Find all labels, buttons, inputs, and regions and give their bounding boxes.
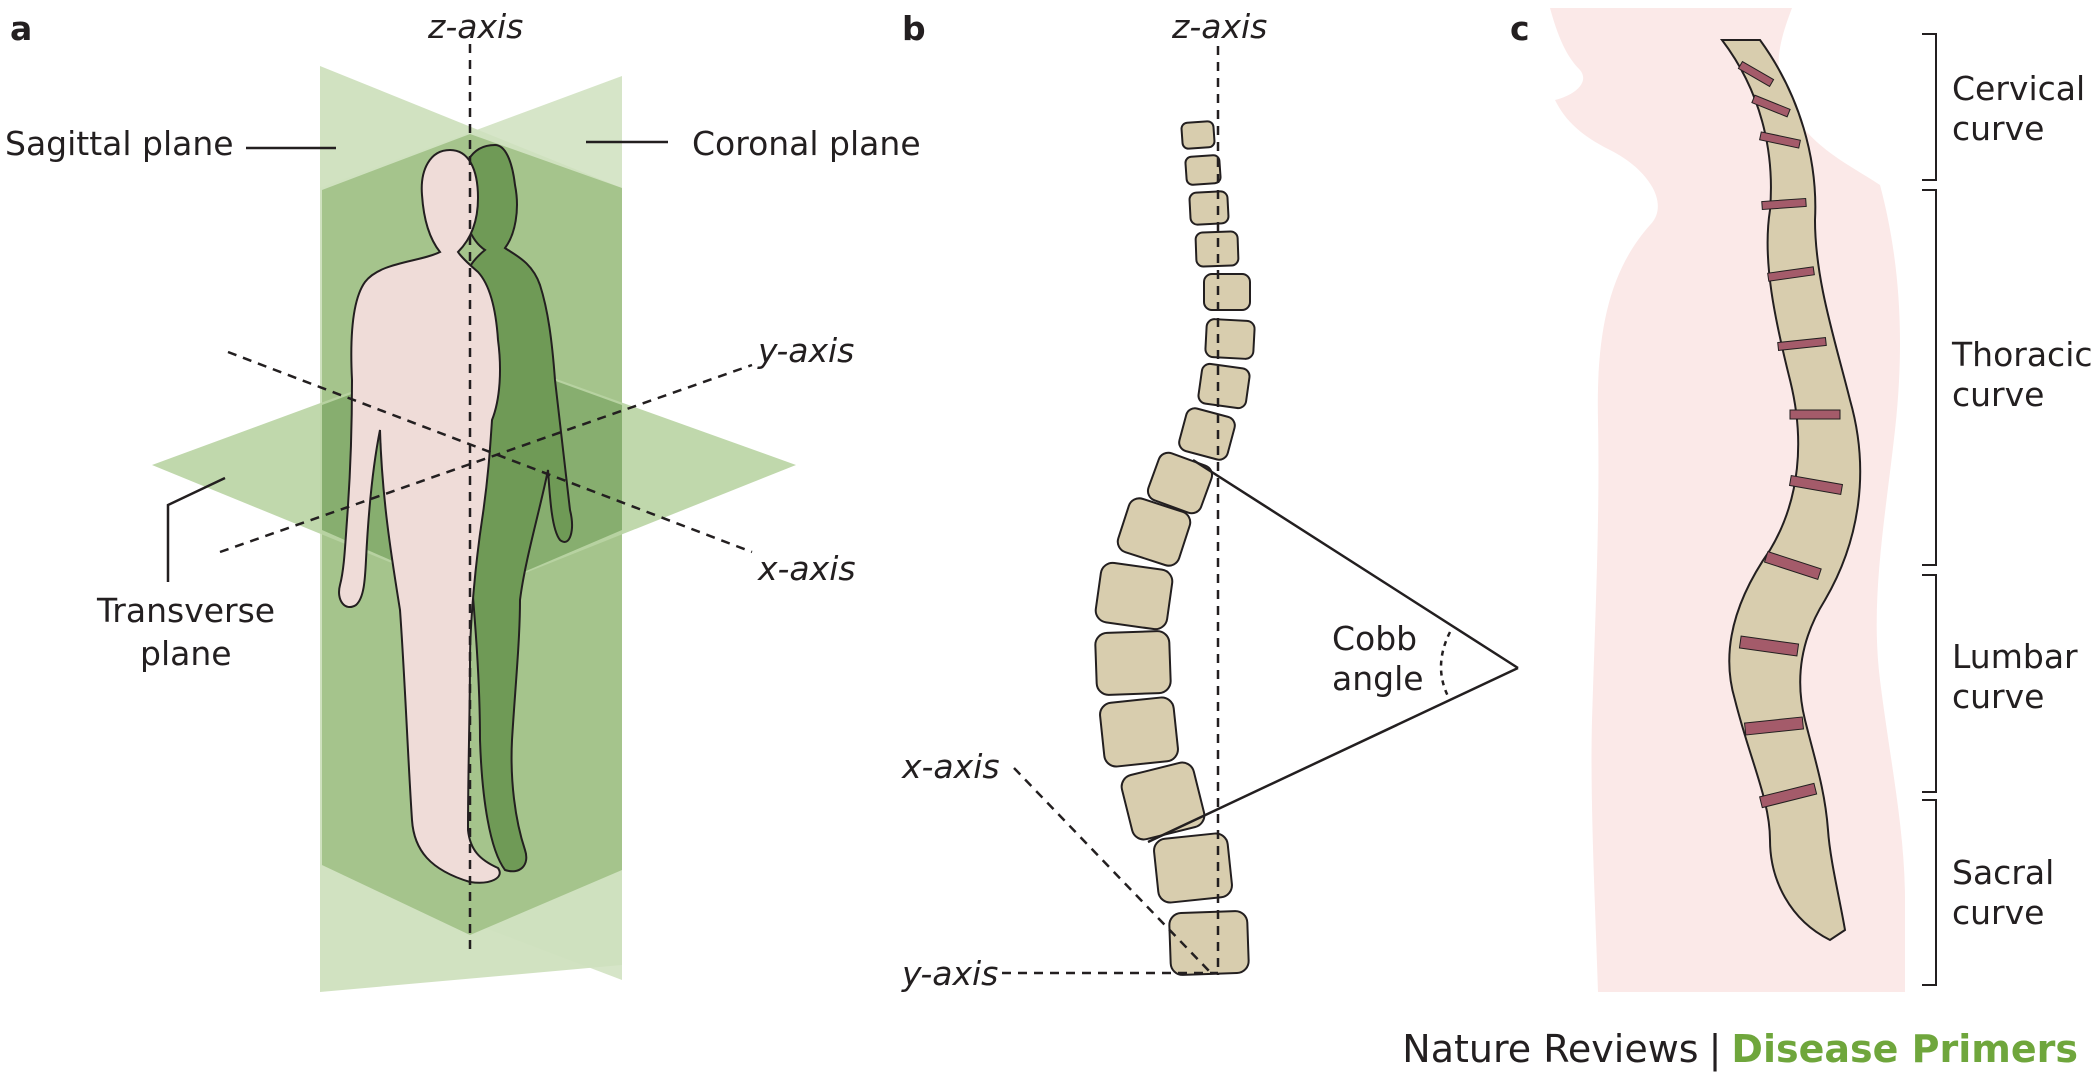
cobb-angle-label-line1: Cobb [1332,619,1417,658]
vertebra [1094,561,1174,631]
vertebra [1099,696,1179,768]
b-x-axis-label: x-axis [901,747,1000,786]
spine-column [1719,39,1862,942]
vertebra [1197,362,1251,410]
panel-b: b z-axis Cobb ang [901,7,1519,993]
cervical-bracket [1922,33,1937,181]
thoracic-label-line1: Thoracic [1951,335,2093,374]
cobb-angle-label-line2: angle [1332,659,1424,698]
disc [1759,782,1818,809]
cobb-upper-line [1192,458,1519,670]
disc [1789,409,1841,420]
credit-separator: | [1708,1027,1722,1071]
sacral-bracket [1922,799,1937,986]
panel-c: c Cerv [1510,8,2093,992]
thoracic-bracket [1922,189,1937,566]
disc [1759,131,1801,149]
scoliotic-spine [1094,120,1256,976]
cobb-lower-line [1147,666,1519,844]
disc [1761,197,1807,211]
b-y-axis-label: y-axis [901,954,998,993]
panel-c-letter: c [1510,9,1530,48]
journal-name: Nature Reviews [1402,1027,1699,1071]
thoracic-label-line2: curve [1952,375,2044,414]
b-z-axis-label: z-axis [1171,7,1267,46]
vertebra [1203,273,1251,311]
transverse-plane-label-line2: plane [140,634,232,673]
disc [1743,716,1805,736]
lumbar-bracket [1922,574,1937,793]
disc [1763,550,1822,580]
vertebra [1120,761,1206,841]
a-x-axis-label: x-axis [757,549,856,588]
vertebra [1194,230,1240,268]
journal-credit: Nature Reviews|Disease Primers [1402,1027,2078,1071]
vertebra [1094,630,1172,696]
vertebra [1188,190,1230,226]
vertebra [1204,318,1256,360]
vertebra [1180,120,1216,150]
panel-a-letter: a [10,9,32,48]
a-x-axis-line [227,350,753,554]
sacral-label-line1: Sacral [1952,853,2054,892]
transverse-plane-label-line1: Transverse [96,591,275,630]
vertebra [1178,407,1236,461]
lumbar-label-line2: curve [1952,677,2044,716]
disc [1788,474,1844,496]
disc [1751,94,1791,118]
intervertebral-discs [1737,60,1844,809]
vertebra [1184,154,1222,186]
cobb-angle-arc [1439,631,1452,701]
lumbar-label-line1: Lumbar [1952,637,2078,676]
vertebra [1146,451,1214,515]
vertebra [1153,832,1233,904]
a-z-axis-label: z-axis [427,7,523,46]
disc [1767,266,1815,282]
cervical-label-line1: Cervical [1952,69,2085,108]
transverse-leader [166,476,226,582]
disc [1738,635,1800,657]
series-name: Disease Primers [1731,1027,2078,1071]
disc [1777,336,1827,352]
a-y-axis-line [219,363,753,554]
coronal-plane-label: Coronal plane [692,124,921,163]
sagittal-plane-label: Sagittal plane [5,124,234,163]
a-y-axis-label: y-axis [757,331,854,370]
vertebra [1116,497,1192,567]
sacral-label-line2: curve [1952,893,2044,932]
disc [1737,60,1775,88]
body-figure [338,148,501,884]
panel-a: a z-axis Sagittal plane Coronal plane y-… [5,7,921,992]
cervical-label-line2: curve [1952,109,2044,148]
lateral-spine [1719,39,1862,942]
panel-b-letter: b [902,9,926,48]
